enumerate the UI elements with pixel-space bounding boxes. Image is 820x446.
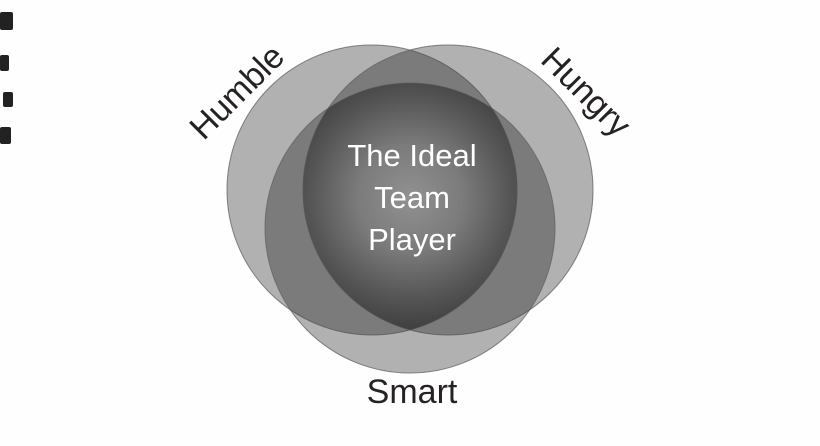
label-smart: Smart — [367, 373, 458, 411]
edge-artifact — [0, 127, 11, 144]
circle-humble-outline — [226, 44, 518, 336]
circle-smart-outline — [264, 82, 556, 374]
center-title-line-3: Player — [368, 222, 456, 257]
center-title-line-1: The Ideal — [347, 138, 476, 173]
circle-hungry-outline — [302, 44, 594, 336]
edge-artifact — [3, 92, 13, 107]
edge-artifact — [0, 55, 9, 71]
center-title-line-2: Team — [374, 180, 450, 215]
edge-artifact — [0, 12, 13, 30]
